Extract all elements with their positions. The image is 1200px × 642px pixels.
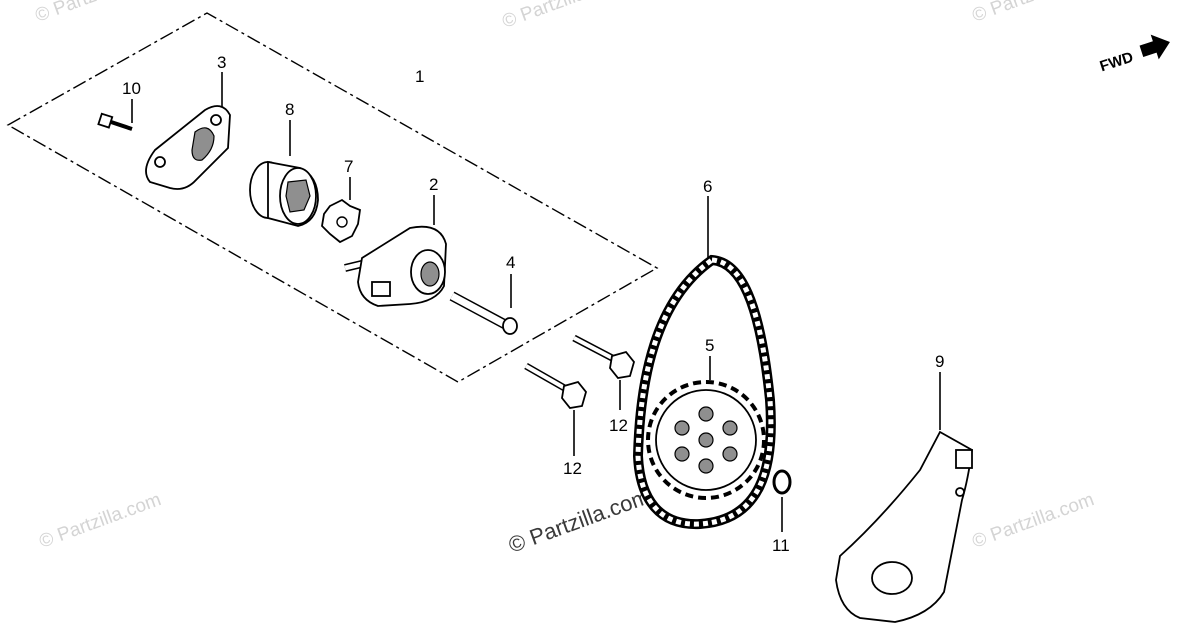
assembly-outline [6,12,659,383]
fwd-label: FWD [1098,49,1136,76]
part-3-cover-plate [145,72,231,190]
callout-11: 11 [772,536,790,555]
callout-10: 10 [122,79,141,98]
callouts: 1 2 3 4 5 6 7 8 9 10 11 12 12 [122,53,944,555]
part-8-outer-rotor [249,120,319,227]
callout-2: 2 [429,175,438,194]
callout-4: 4 [506,253,515,272]
part-7-inner-rotor [321,177,361,244]
part-4-pump-shaft [449,274,518,335]
watermark-top-right: © Partzilla.com [970,0,1097,27]
callout-9: 9 [935,352,944,371]
part-11-snap-ring [772,469,792,532]
callout-5: 5 [705,336,714,355]
part-5-sprocket [646,356,766,500]
watermark-top-center: © Partzilla.com [500,0,627,33]
watermark-bottom-right: © Partzilla.com [970,489,1097,553]
part-2-pump-body [344,195,447,307]
callout-7: 7 [344,157,353,176]
part-9-guide-plate [835,372,973,623]
callout-12-upper: 12 [609,416,628,435]
fwd-arrow: FWD [1098,34,1170,76]
part-12-bolt-upper [572,334,635,410]
callout-6: 6 [703,177,712,196]
callout-12-lower: 12 [563,459,582,478]
callout-8: 8 [285,100,294,119]
callout-1: 1 [415,67,424,86]
watermark-top-left: © Partzilla.com [33,0,160,27]
part-10-bolt [97,99,133,131]
watermark-center: © Partzilla.com [505,484,653,558]
part-12-bolt-lower [524,362,587,456]
part-6-drive-chain [632,196,776,530]
callout-3: 3 [217,53,226,72]
fwd-arrow-icon [1139,34,1170,60]
watermark-bottom-left: © Partzilla.com [37,489,164,553]
